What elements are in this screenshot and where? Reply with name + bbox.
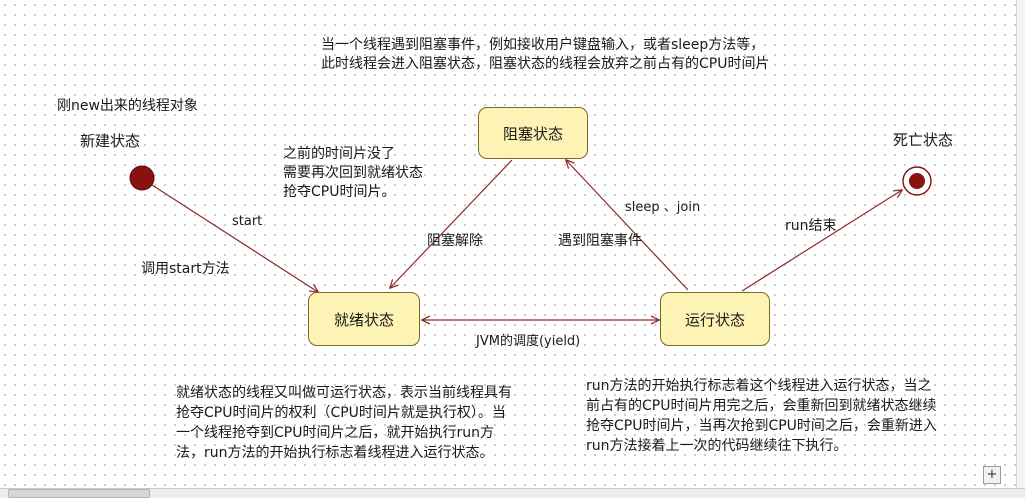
arrow-blocked-to-runnable: [390, 159, 513, 288]
state-blocked-label: 阻塞状态: [502, 124, 563, 143]
label-call-start: 调用start方法: [141, 261, 230, 277]
label-unblock: 阻塞解除: [427, 233, 483, 249]
initial-node: [129, 165, 155, 191]
expand-button[interactable]: +: [983, 466, 1001, 484]
blocked-note-line2: 此时线程会进入阻塞状态，阻塞状态的线程会放弃之前占有的CPU时间片: [321, 56, 770, 72]
label-run-end: run结束: [785, 218, 837, 234]
state-label-dead: 死亡状态: [893, 131, 954, 149]
state-runnable: 就绪状态: [308, 292, 420, 346]
state-running-label: 运行状态: [684, 310, 745, 329]
label-blocking-event: 遇到阻塞事件: [558, 233, 642, 249]
timeslice-note-line1: 之前的时间片没了: [283, 146, 395, 162]
state-blocked: 阻塞状态: [478, 107, 588, 159]
blocked-note-line1: 当一个线程遇到阻塞事件，例如接收用户键盘输入，或者sleep方法等，: [321, 37, 765, 53]
state-label-new: 新建状态: [80, 132, 141, 150]
arrow-running-to-blocked: [566, 160, 689, 291]
final-node-inner: [909, 173, 925, 189]
label-start: start: [232, 214, 263, 229]
timeslice-note-line2: 需要再次回到就绪状态: [283, 165, 423, 181]
arrow-new-to-runnable: [151, 184, 318, 292]
timeslice-note-line3: 抢夺CPU时间片。: [283, 184, 396, 200]
arrow-running-to-dead: [741, 190, 902, 292]
state-runnable-label: 就绪状态: [333, 310, 394, 329]
horizontal-scrollbar[interactable]: [0, 488, 1025, 498]
running-description: run方法的开始执行标志着这个线程进入运行状态，当之前占有的CPU时间片用完之后…: [586, 378, 937, 454]
state-running: 运行状态: [660, 292, 770, 346]
vertical-scrollbar[interactable]: [1016, 0, 1025, 488]
runnable-description: 就绪状态的线程又叫做可运行状态，表示当前线程具有抢夺CPU时间片的权利（CPU时…: [176, 385, 512, 461]
label-sleep-join: sleep 、join: [625, 200, 701, 215]
label-jvm-schedule: JVM的调度(yield): [476, 334, 581, 349]
new-thread-note: 刚new出来的线程对象: [57, 98, 198, 114]
